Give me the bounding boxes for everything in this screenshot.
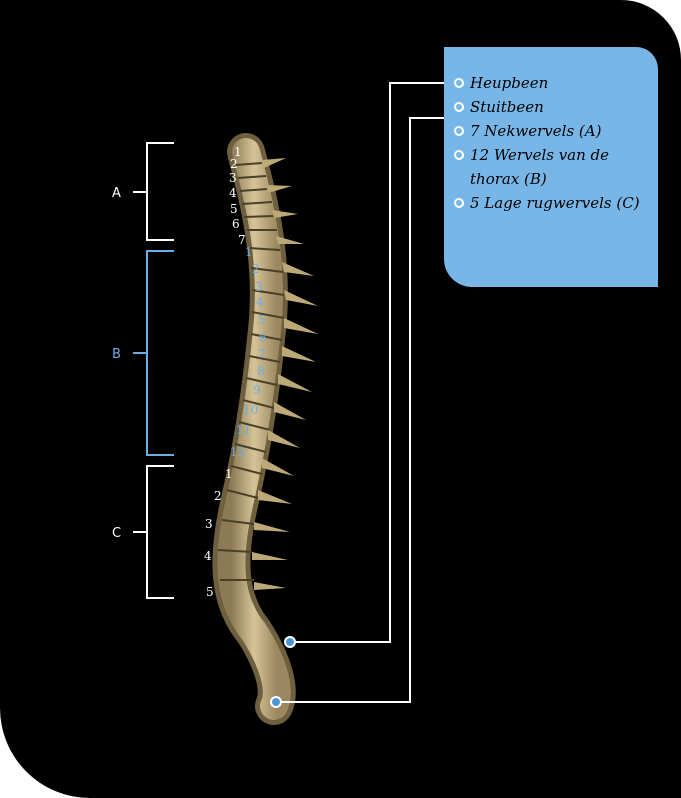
- vertebra-number: 5: [230, 202, 238, 216]
- legend-item-lage-rugwervels: 5 Lage rugwervels (C): [454, 193, 658, 217]
- vertebra-number: 3: [255, 280, 263, 294]
- vertebra-number: 5: [206, 585, 214, 599]
- spine-illustration: [218, 152, 318, 706]
- legend-label: 7 Nekwervels (A): [470, 121, 601, 141]
- group-label-C: C: [112, 526, 121, 541]
- legend-box: Heupbeen Stuitbeen 7 Nekwervels (A) 12 W…: [444, 47, 658, 287]
- vertebra-number: 4: [256, 295, 264, 309]
- vertebra-number: 3: [205, 517, 213, 531]
- vertebra-number: 4: [229, 186, 237, 200]
- vertebra-number: 9: [253, 383, 261, 397]
- vertebra-number: 8: [257, 364, 265, 378]
- bullet-icon: [454, 126, 464, 136]
- legend-label: Heupbeen: [470, 73, 548, 93]
- vertebra-number: 1: [225, 467, 233, 481]
- leader-line-heupbeen: [290, 83, 457, 642]
- vertebra-number: 5: [258, 313, 266, 327]
- leader-line-stuitbeen: [276, 118, 457, 702]
- legend-item-stuitbeen: Stuitbeen: [454, 97, 658, 121]
- vertebra-number: 2: [230, 157, 238, 171]
- vertebra-number: 1: [245, 245, 253, 259]
- marker-stuitbeen: [271, 697, 281, 707]
- bracket-A: [133, 143, 174, 240]
- bracket-C: [133, 466, 174, 598]
- vertebra-number: 7: [258, 347, 266, 361]
- legend-label: 12 Wervels van de thorax (B): [470, 143, 650, 191]
- bullet-icon: [454, 102, 464, 112]
- group-label-B: B: [112, 347, 121, 362]
- legend-item-nekwervels: 7 Nekwervels (A): [454, 121, 658, 145]
- vertebra-number: 10: [243, 403, 258, 417]
- group-label-A: A: [112, 186, 121, 201]
- legend-item-thorax: 12 Wervels van de thorax (B): [454, 145, 658, 193]
- bullet-icon: [454, 198, 464, 208]
- bracket-B: [133, 251, 174, 455]
- marker-heupbeen: [285, 637, 295, 647]
- vertebra-number: 6: [232, 217, 240, 231]
- vertebra-number: 2: [214, 489, 222, 503]
- vertebra-number: 6: [259, 331, 267, 345]
- legend-label: Stuitbeen: [470, 97, 544, 117]
- bullet-icon: [454, 150, 464, 160]
- vertebra-number: 11: [236, 423, 251, 437]
- bullet-icon: [454, 78, 464, 88]
- vertebra-number: 4: [204, 549, 212, 563]
- vertebra-number: 3: [229, 171, 237, 185]
- vertebra-number: 12: [230, 445, 245, 459]
- legend-item-heupbeen: Heupbeen: [454, 73, 658, 97]
- vertebra-number: 2: [252, 262, 260, 276]
- legend-label: 5 Lage rugwervels (C): [470, 193, 640, 213]
